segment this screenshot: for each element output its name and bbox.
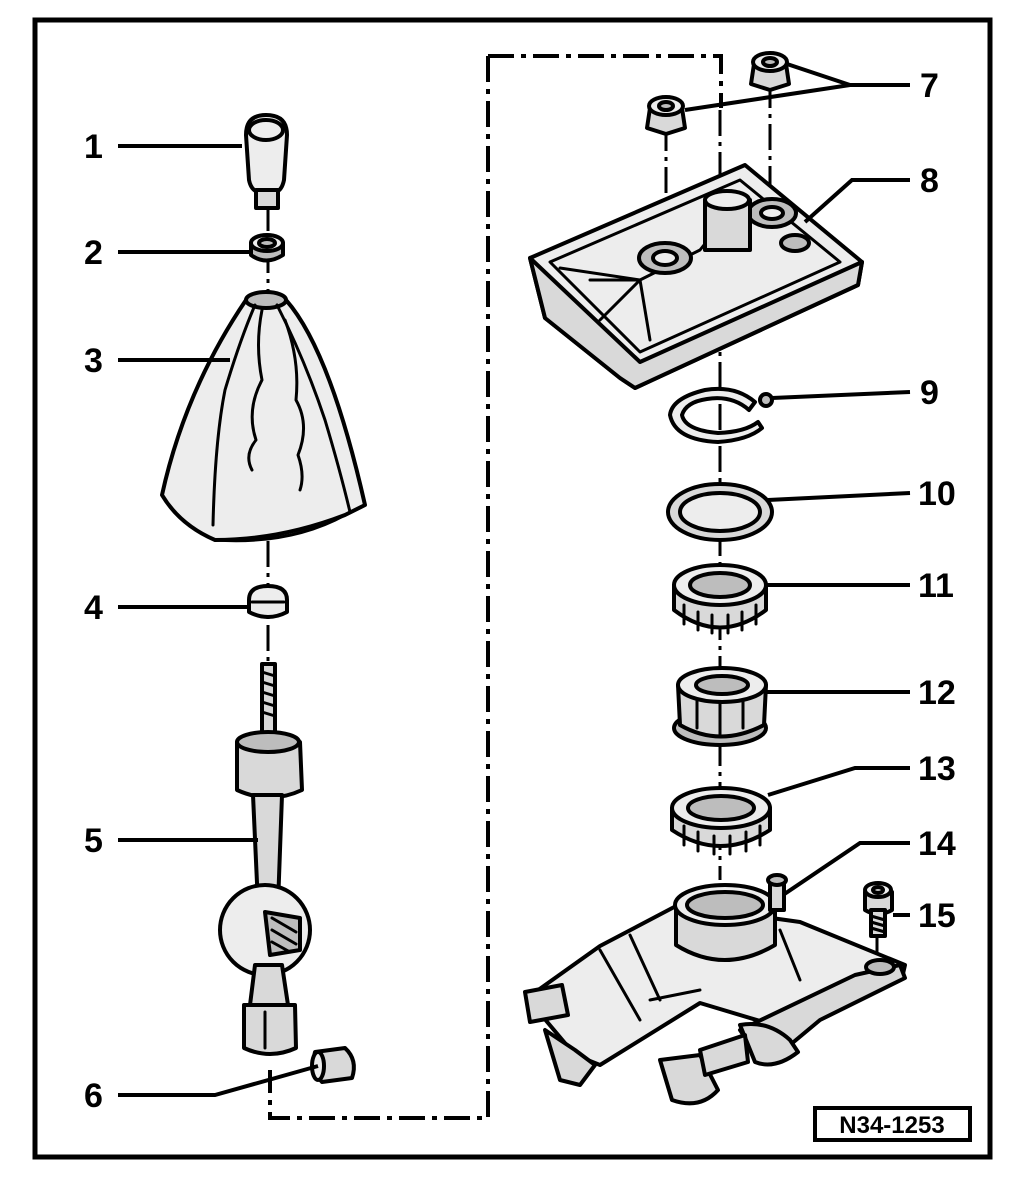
- callout-5: 5: [84, 822, 103, 860]
- callout-6: 6: [84, 1077, 103, 1115]
- lever-pin: [310, 1046, 356, 1084]
- gear-knob: [244, 113, 289, 210]
- lever-housing-plate: [528, 163, 864, 390]
- leader-9: [771, 390, 911, 400]
- callout-9: 9: [920, 374, 939, 412]
- callout-1: 1: [84, 128, 103, 166]
- lower-threaded-ring: [670, 786, 772, 856]
- bearing-shell: [672, 666, 768, 747]
- figure-reference-number: N34-1253: [839, 1112, 944, 1139]
- callout-10: 10: [918, 475, 956, 513]
- callout-11: 11: [918, 567, 954, 605]
- leader-10: [767, 491, 911, 502]
- callout-14: 14: [918, 825, 956, 863]
- washer-ring: [666, 482, 774, 542]
- callout-15: 15: [918, 897, 956, 935]
- callout-12: 12: [918, 674, 956, 712]
- leader-7a: [684, 83, 910, 112]
- diagram-frame: [32, 17, 993, 1160]
- callout-2: 2: [84, 234, 103, 272]
- leader-14: [781, 841, 910, 897]
- leader-8: [803, 178, 910, 224]
- lever-cap: [247, 584, 289, 619]
- callout-7: 7: [920, 67, 939, 105]
- figure-reference-box: N34-1253: [813, 1106, 972, 1142]
- assembly-boundary-line: [268, 54, 723, 1120]
- callout-3: 3: [84, 342, 103, 380]
- mounting-bracket: [523, 873, 907, 1106]
- gear-lever-boot: [160, 290, 367, 543]
- callout-4: 4: [84, 589, 103, 627]
- securing-nut-left: [645, 95, 687, 136]
- threaded-ring: [672, 563, 768, 635]
- knob-clip: [249, 233, 285, 263]
- hex-socket-screw: [863, 881, 894, 938]
- circlip: [668, 386, 774, 444]
- callout-8: 8: [920, 162, 939, 200]
- leader-6: [118, 1064, 319, 1097]
- leader-7b: [786, 62, 851, 87]
- callout-13: 13: [918, 750, 956, 788]
- gear-lever: [218, 662, 312, 1056]
- securing-nut-right: [749, 51, 791, 92]
- leader-13: [767, 766, 910, 797]
